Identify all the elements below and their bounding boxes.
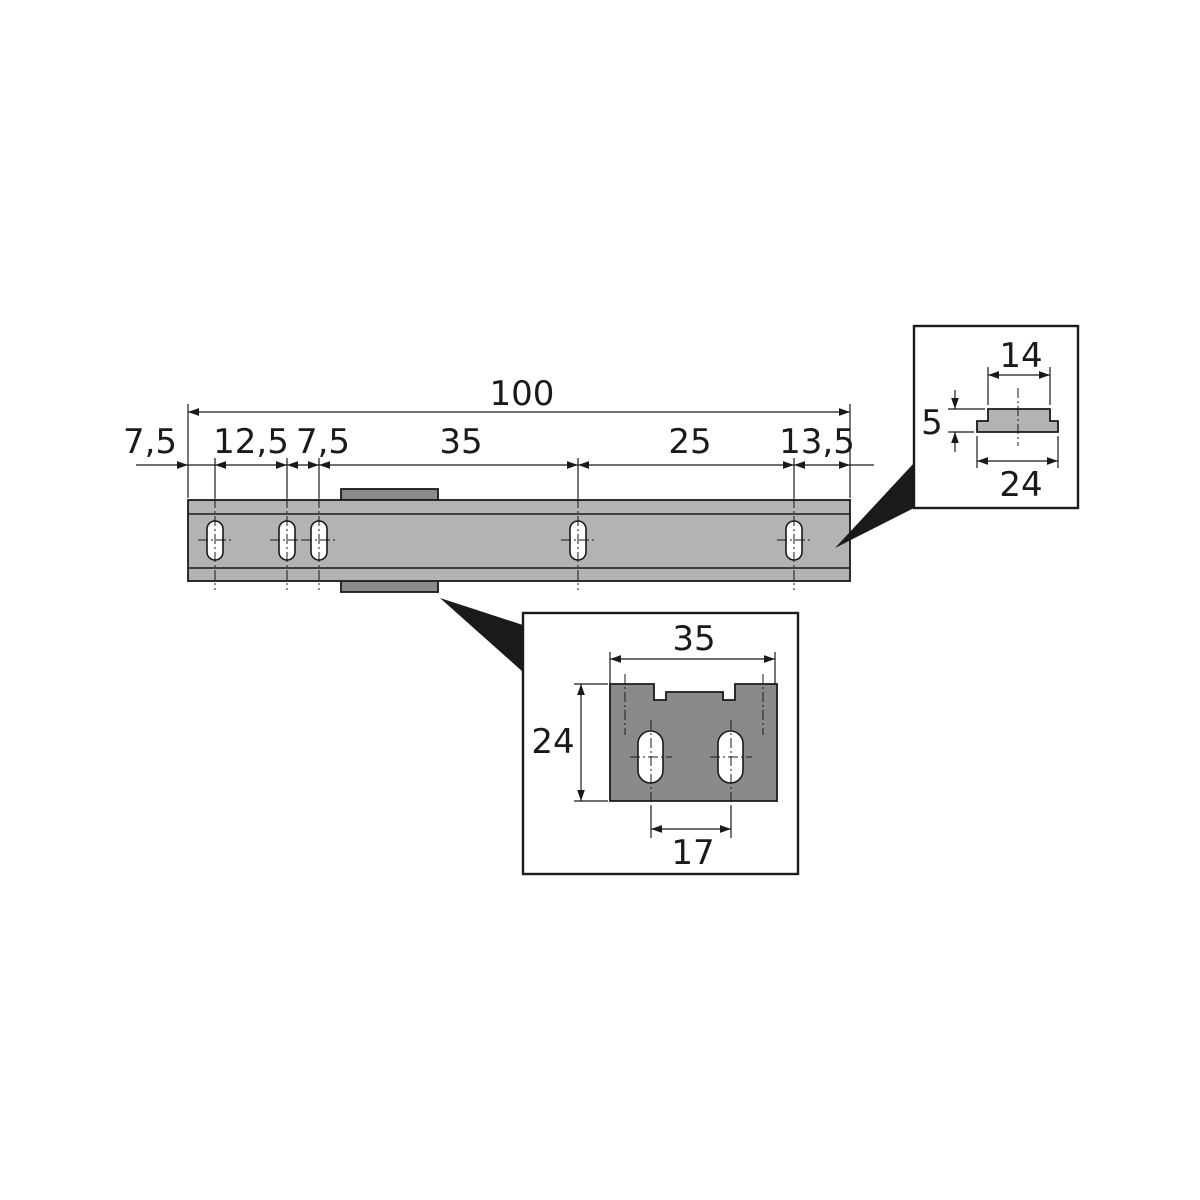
spacing-label-6: 13,5: [779, 422, 855, 462]
slot-spacing-label: 17: [671, 833, 714, 873]
bracket-detail-box: 35 24 17: [521, 611, 800, 876]
profile-detail-box: 14 5 24: [912, 324, 1080, 510]
overall-length-dimension: 100: [187, 374, 851, 498]
bracket-callout-pointer: [440, 598, 523, 672]
rail-slot: [270, 498, 304, 590]
spacing-label-5: 25: [668, 422, 711, 462]
spacing-dimension-chain: 7,5 12,5 7,5 35 25 13,5: [123, 422, 874, 498]
bracket-plate: [609, 683, 778, 802]
rail-slot: [302, 498, 336, 590]
bracket-height-label: 24: [531, 722, 574, 762]
spacing-label-3: 7,5: [296, 422, 350, 462]
bracket-width-label: 35: [672, 619, 715, 659]
profile-height-label: 5: [921, 403, 943, 443]
spacing-label-2: 12,5: [213, 422, 289, 462]
rail-slot: [198, 498, 232, 590]
profile-bottom-width-label: 24: [999, 465, 1042, 505]
rail-slots: [198, 498, 811, 590]
rail: [187, 499, 851, 582]
overall-length-label: 100: [490, 374, 555, 414]
spacing-label-1: 7,5: [123, 422, 177, 462]
profile-top-width-label: 14: [999, 336, 1042, 376]
rail-slot: [777, 498, 811, 590]
rail-slot: [561, 498, 595, 590]
spacing-label-4: 35: [439, 422, 482, 462]
profile-callout-pointer: [835, 463, 914, 548]
